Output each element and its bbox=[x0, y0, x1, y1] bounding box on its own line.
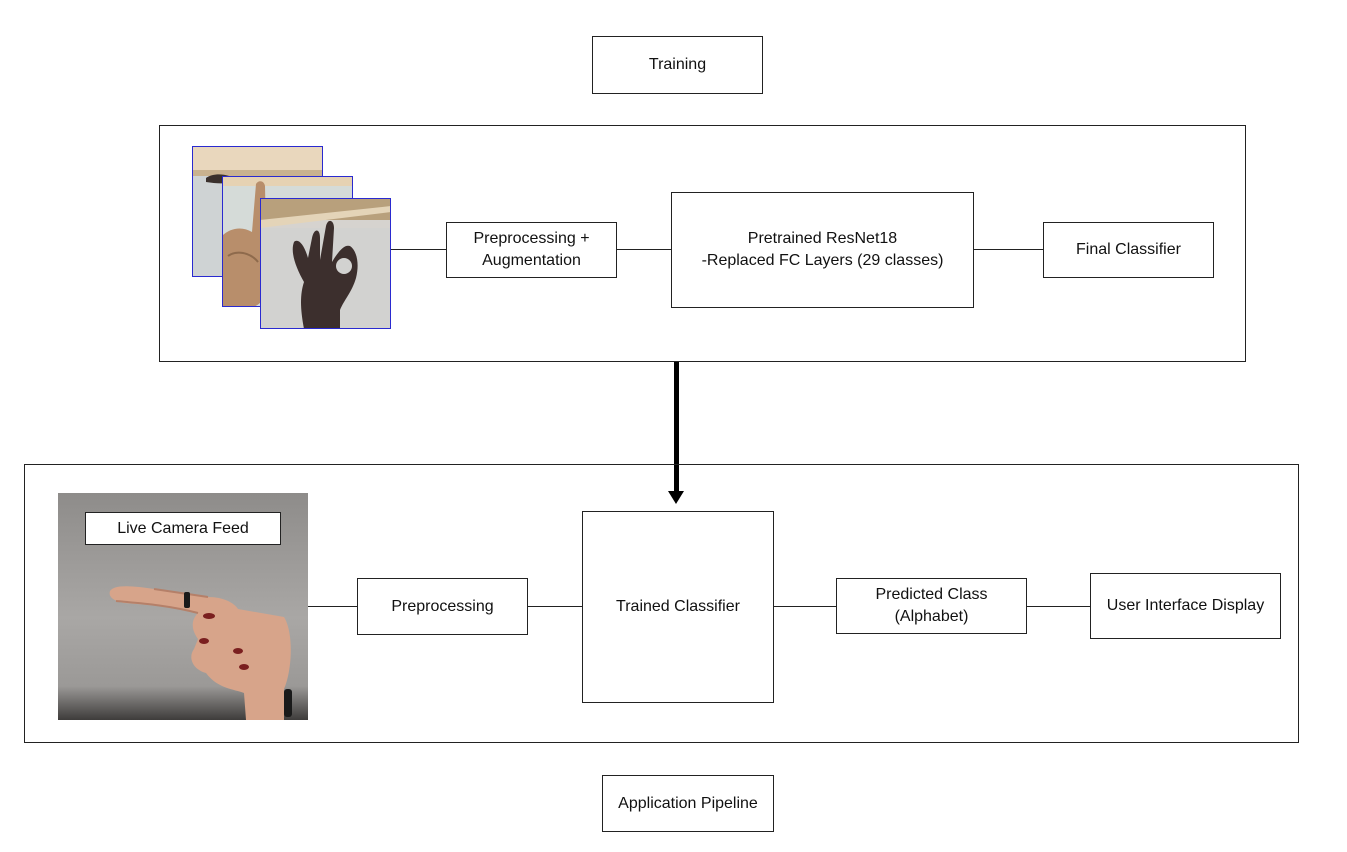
preprocessing-augmentation-line-1: Preprocessing + bbox=[473, 230, 590, 247]
connector-preprocessing-to-classifier bbox=[527, 606, 583, 607]
connector-images-to-preprocessing bbox=[391, 249, 446, 250]
arrow-head-icon bbox=[668, 491, 684, 504]
trained-classifier-label: Trained Classifier bbox=[616, 598, 740, 615]
predicted-class-box: Predicted Class (Alphabet) bbox=[836, 578, 1027, 634]
preprocessing-label: Preprocessing bbox=[391, 597, 494, 615]
training-image-3 bbox=[260, 198, 391, 329]
pretrained-model-line-1: Pretrained ResNet18 bbox=[747, 230, 898, 247]
connector-camera-to-preprocessing bbox=[308, 606, 358, 607]
preprocessing-augmentation-box: Preprocessing + Augmentation bbox=[446, 222, 617, 278]
training-frame bbox=[159, 125, 1246, 362]
live-camera-feed-label-box: Live Camera Feed bbox=[85, 512, 281, 545]
predicted-class-line-1: Predicted Class bbox=[875, 586, 988, 603]
application-pipeline-title-label: Application Pipeline bbox=[618, 794, 758, 812]
user-interface-display-box: User Interface Display bbox=[1090, 573, 1281, 639]
application-frame bbox=[24, 464, 1299, 743]
connector-predicted-to-ui bbox=[1026, 606, 1090, 607]
preprocessing-box: Preprocessing bbox=[357, 578, 528, 635]
live-camera-feed-label: Live Camera Feed bbox=[117, 519, 249, 537]
training-title-label: Training bbox=[648, 56, 707, 73]
final-classifier-box: Final Classifier bbox=[1043, 222, 1214, 278]
trained-classifier-box: Trained Classifier bbox=[582, 511, 774, 703]
arrow-shaft bbox=[674, 362, 679, 493]
training-title-box: Training bbox=[592, 36, 763, 94]
application-pipeline-title-box: Application Pipeline bbox=[602, 775, 774, 832]
predicted-class-line-2: (Alphabet) bbox=[894, 608, 969, 625]
pretrained-model-box: Pretrained ResNet18 -Replaced FC Layers … bbox=[671, 192, 974, 308]
final-classifier-label: Final Classifier bbox=[1076, 241, 1181, 258]
connector-preprocessing-to-model bbox=[616, 249, 671, 250]
pretrained-model-line-2: -Replaced FC Layers (29 classes) bbox=[701, 252, 944, 269]
user-interface-display-label: User Interface Display bbox=[1106, 597, 1265, 614]
preprocessing-augmentation-line-2: Augmentation bbox=[482, 252, 581, 269]
connector-classifier-to-predicted bbox=[773, 606, 836, 607]
connector-model-to-final-classifier bbox=[973, 249, 1043, 250]
